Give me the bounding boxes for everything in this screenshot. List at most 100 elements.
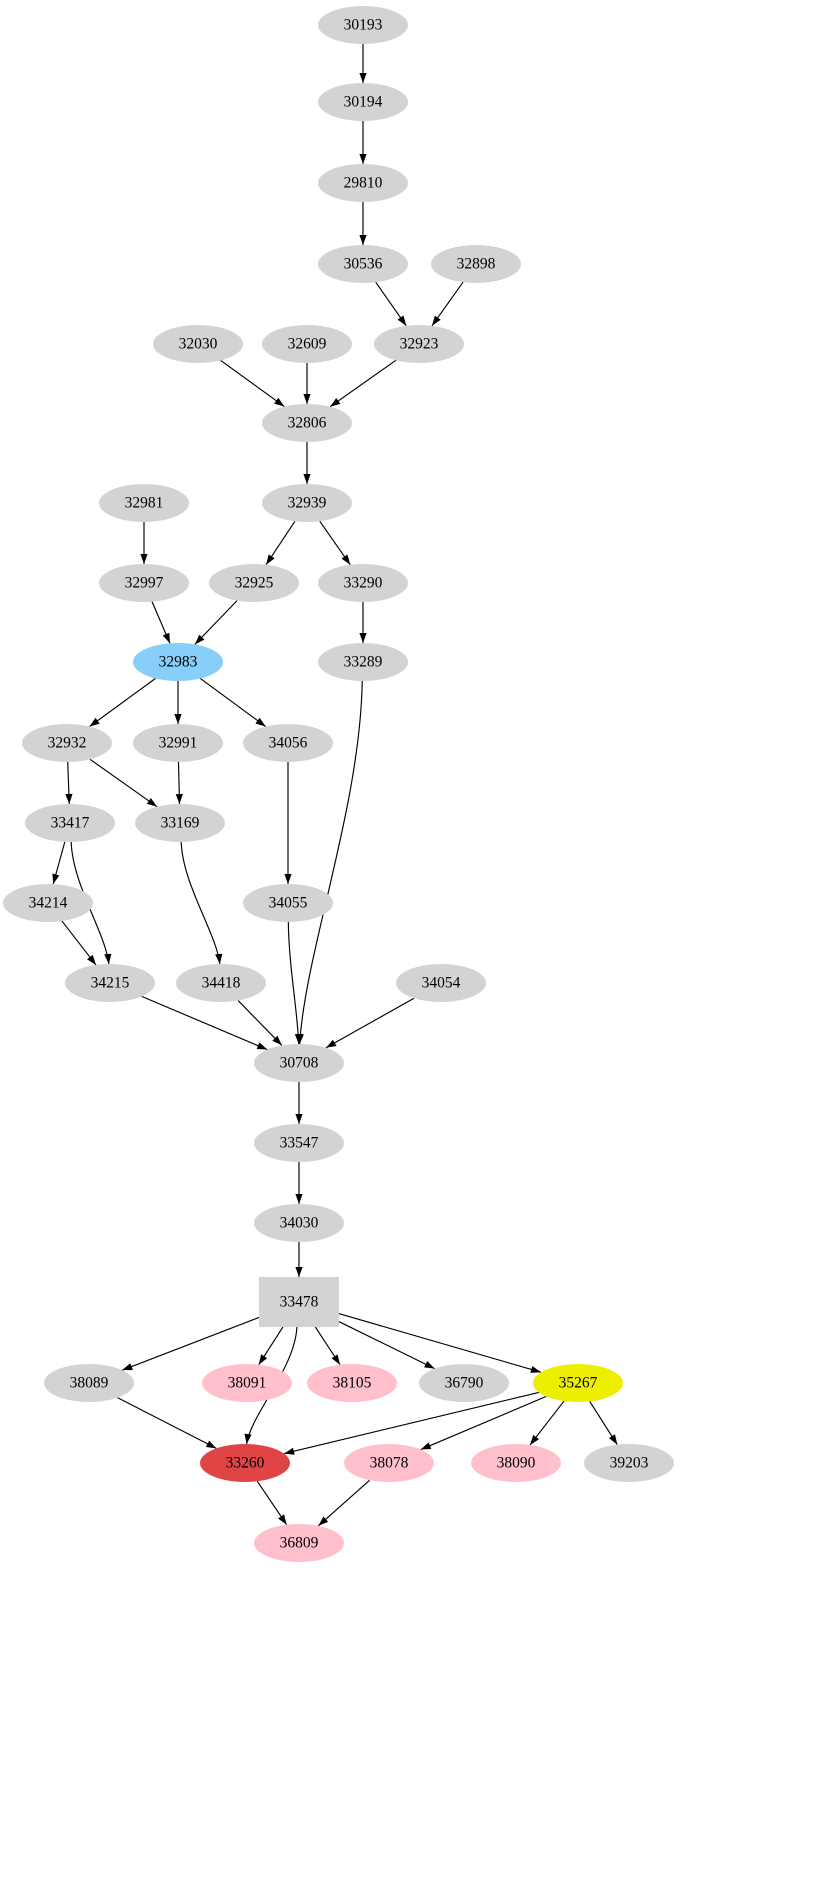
node-ellipse-shape[interactable]	[533, 1364, 623, 1402]
node-ellipse-shape[interactable]	[209, 564, 299, 602]
node-box-shape[interactable]	[259, 1277, 339, 1327]
node-ellipse-shape[interactable]	[254, 1524, 344, 1562]
graph-node[interactable]: 34214	[3, 884, 93, 922]
node-ellipse-shape[interactable]	[307, 1364, 397, 1402]
graph-edge	[283, 1391, 540, 1455]
graph-edge	[52, 841, 66, 885]
graph-node[interactable]: 36809	[254, 1524, 344, 1562]
graph-node[interactable]: 32932	[22, 724, 112, 762]
graph-edge	[589, 1401, 618, 1445]
node-ellipse-shape[interactable]	[396, 964, 486, 1002]
graph-node[interactable]: 32923	[374, 325, 464, 363]
node-ellipse-shape[interactable]	[419, 1364, 509, 1402]
graph-edge	[359, 201, 367, 245]
graph-node[interactable]: 29810	[318, 164, 408, 202]
graph-node[interactable]: 32991	[133, 724, 223, 762]
graph-edge	[140, 522, 148, 564]
graph-edge	[256, 1480, 288, 1526]
nodes-layer: 30193 30194 29810 30536 32898 32030 32609 32923…	[3, 6, 674, 1562]
graph-edge	[89, 677, 156, 728]
graph-edge	[359, 601, 367, 643]
node-ellipse-shape[interactable]	[25, 804, 115, 842]
graph-node[interactable]: 32981	[99, 484, 189, 522]
node-ellipse-shape[interactable]	[135, 804, 225, 842]
graph-node[interactable]: 30536	[318, 245, 408, 283]
graph-node[interactable]: 33478	[259, 1277, 339, 1327]
node-ellipse-shape[interactable]	[44, 1364, 134, 1402]
node-ellipse-shape[interactable]	[65, 964, 155, 1002]
node-ellipse-shape[interactable]	[254, 1044, 344, 1082]
node-ellipse-shape[interactable]	[254, 1204, 344, 1242]
graph-node[interactable]: 34055	[243, 884, 333, 922]
node-ellipse-shape[interactable]	[176, 964, 266, 1002]
node-ellipse-shape[interactable]	[153, 325, 243, 363]
graph-edge	[303, 441, 311, 484]
node-ellipse-shape[interactable]	[243, 884, 333, 922]
graph-edge	[175, 761, 183, 805]
graph-node[interactable]: 30194	[318, 83, 408, 121]
node-ellipse-shape[interactable]	[318, 6, 408, 44]
graph-node[interactable]: 38089	[44, 1364, 134, 1402]
graph-node[interactable]: 33260	[200, 1444, 290, 1482]
node-ellipse-shape[interactable]	[318, 564, 408, 602]
node-ellipse-shape[interactable]	[344, 1444, 434, 1482]
node-ellipse-shape[interactable]	[431, 245, 521, 283]
graph-edge	[359, 43, 367, 83]
graph-node[interactable]: 33417	[25, 804, 115, 842]
graph-edge	[265, 520, 296, 566]
graph-edge	[284, 762, 292, 884]
graph-node[interactable]: 32997	[99, 564, 189, 602]
node-ellipse-shape[interactable]	[318, 643, 408, 681]
graph-node[interactable]: 32030	[153, 325, 243, 363]
node-ellipse-shape[interactable]	[584, 1444, 674, 1482]
node-ellipse-shape[interactable]	[3, 884, 93, 922]
node-ellipse-shape[interactable]	[318, 164, 408, 202]
graph-edge	[317, 1479, 371, 1527]
node-ellipse-shape[interactable]	[262, 404, 352, 442]
graph-edge	[295, 1082, 303, 1124]
graph-node[interactable]: 33547	[254, 1124, 344, 1162]
node-ellipse-shape[interactable]	[202, 1364, 292, 1402]
graph-node[interactable]: 36790	[419, 1364, 509, 1402]
graph-node[interactable]: 33290	[318, 564, 408, 602]
node-ellipse-shape[interactable]	[22, 724, 112, 762]
node-ellipse-shape[interactable]	[318, 245, 408, 283]
graph-node[interactable]: 30708	[254, 1044, 344, 1082]
graph-node[interactable]: 34418	[176, 964, 266, 1002]
graph-node[interactable]: 32983	[133, 643, 223, 681]
graph-node[interactable]: 30193	[318, 6, 408, 44]
node-ellipse-shape[interactable]	[254, 1124, 344, 1162]
node-ellipse-shape[interactable]	[133, 643, 223, 681]
graph-node[interactable]: 34030	[254, 1204, 344, 1242]
node-ellipse-shape[interactable]	[99, 484, 189, 522]
graph-edge	[61, 920, 97, 966]
graph-node[interactable]: 34054	[396, 964, 486, 1002]
graph-node[interactable]: 32609	[262, 325, 352, 363]
graph-node[interactable]: 32925	[209, 564, 299, 602]
graph-node[interactable]: 39203	[584, 1444, 674, 1482]
node-ellipse-shape[interactable]	[243, 724, 333, 762]
node-ellipse-shape[interactable]	[318, 83, 408, 121]
graph-node[interactable]: 34215	[65, 964, 155, 1002]
graph-node[interactable]: 38078	[344, 1444, 434, 1482]
graph-node[interactable]: 38105	[307, 1364, 397, 1402]
graph-node[interactable]: 32898	[431, 245, 521, 283]
graph-node[interactable]: 34056	[243, 724, 333, 762]
node-ellipse-shape[interactable]	[262, 484, 352, 522]
graph-edge	[237, 1000, 283, 1046]
node-ellipse-shape[interactable]	[200, 1444, 290, 1482]
node-ellipse-shape[interactable]	[471, 1444, 561, 1482]
graph-node[interactable]: 33169	[135, 804, 225, 842]
graph-node[interactable]: 33289	[318, 643, 408, 681]
graph-node[interactable]: 35267	[533, 1364, 623, 1402]
node-ellipse-shape[interactable]	[374, 325, 464, 363]
node-ellipse-shape[interactable]	[133, 724, 223, 762]
graph-node[interactable]: 32806	[262, 404, 352, 442]
graph-node[interactable]: 38091	[202, 1364, 292, 1402]
graph-node[interactable]: 38090	[471, 1444, 561, 1482]
graph-node[interactable]: 32939	[262, 484, 352, 522]
node-ellipse-shape[interactable]	[262, 325, 352, 363]
node-ellipse-shape[interactable]	[99, 564, 189, 602]
